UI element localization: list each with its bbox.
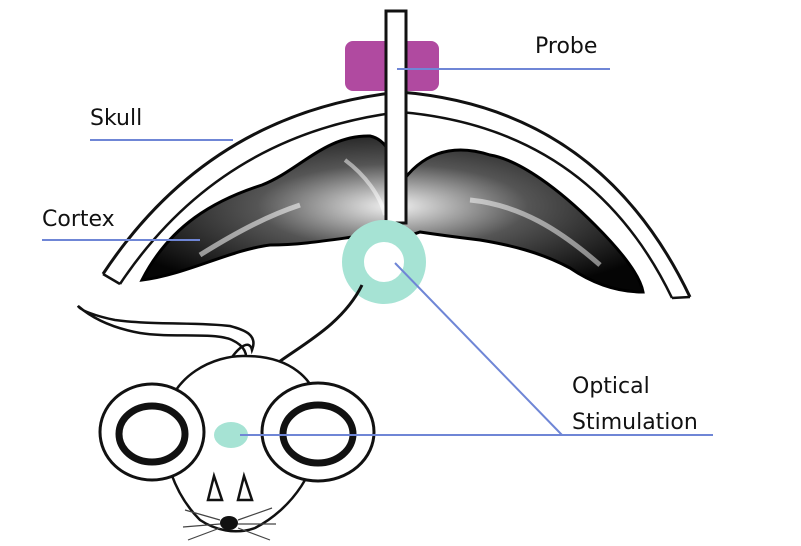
skull-label: Skull [90, 106, 143, 131]
optical-label-line2: Stimulation [572, 410, 698, 435]
left-ear-inner [115, 402, 189, 466]
leader-lines [42, 68, 713, 436]
skull-right-cap [671, 295, 691, 300]
cortex-highlight-left [198, 202, 301, 258]
probe-shaft [384, 9, 408, 225]
probe-label: Probe [535, 34, 598, 59]
cortex-label: Cortex [42, 207, 115, 232]
nose [220, 516, 238, 530]
skull-left-cap [102, 272, 121, 286]
right-eye [236, 471, 254, 502]
mouse [76, 305, 376, 541]
optical-leader-ring [394, 262, 563, 436]
whiskers [182, 507, 276, 541]
left-eye [206, 471, 224, 502]
stimulation-site [214, 422, 248, 448]
cortex-highlight-center [343, 158, 387, 216]
mouse-tail [76, 305, 255, 363]
optical-stimulation-label: Optical Stimulation [572, 369, 698, 441]
cortex-highlight-right [469, 197, 602, 267]
optical-ring [342, 220, 426, 304]
optical-label-line1: Optical [572, 374, 650, 399]
